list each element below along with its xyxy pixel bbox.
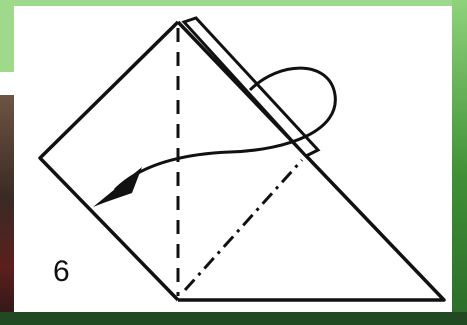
arrow-head [93,167,142,207]
frame-right-band [452,0,467,325]
right-triangle-outline [176,20,446,302]
fold-arrow-curve [113,66,337,192]
left-flap-outline [38,20,180,302]
step-number: 6 [53,255,70,288]
mountain-fold-line [183,158,304,292]
frame-bottom-band [0,312,467,325]
